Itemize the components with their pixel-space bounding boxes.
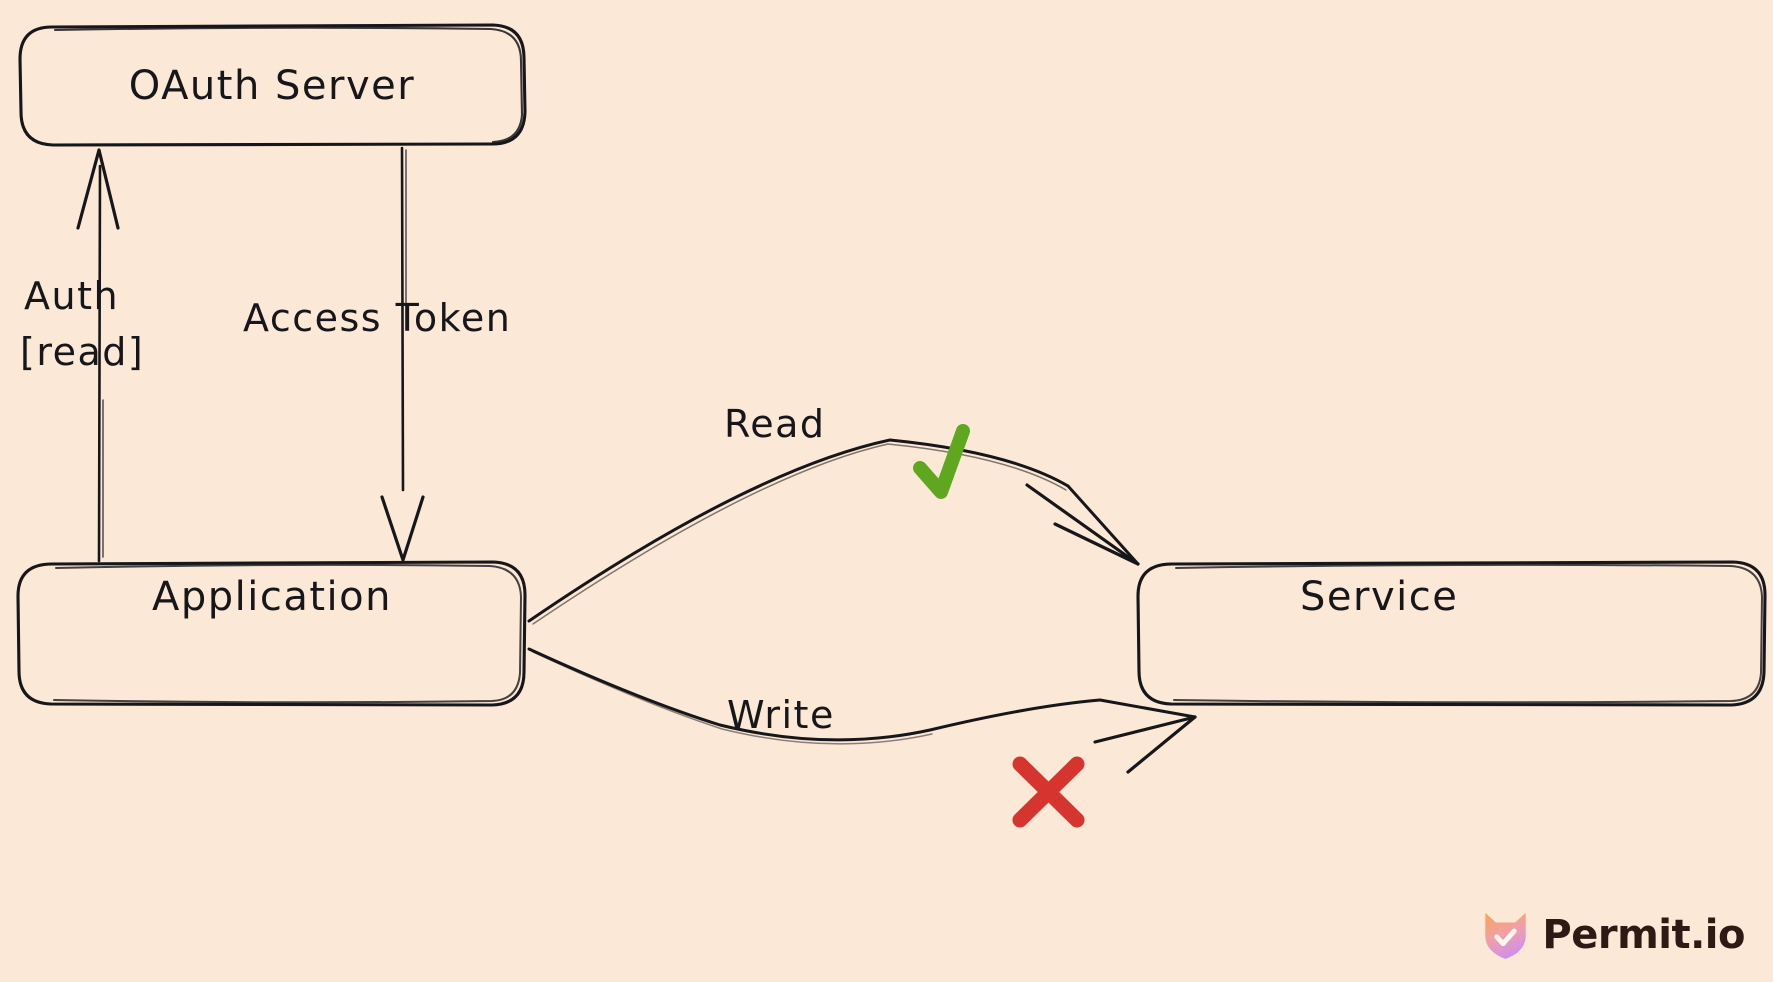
auth-edge-label-line1: Auth — [24, 274, 119, 318]
access-token-edge-arrowhead — [380, 495, 425, 562]
edge-write: Write — [527, 647, 1197, 828]
auth-edge-line — [97, 164, 102, 563]
node-oauth-server[interactable]: OAuth Server — [18, 23, 527, 147]
write-denied-cross-icon — [1012, 756, 1085, 828]
read-allowed-check-icon — [913, 424, 970, 499]
auth-edge-label-line2: [read] — [20, 330, 144, 374]
write-edge-arrowhead — [1093, 715, 1197, 774]
service-box-outline-sketch — [1173, 563, 1764, 704]
permit-shield-check-icon — [1485, 912, 1527, 960]
permit-branding: Permit.io — [1482, 910, 1745, 960]
application-label: Application — [152, 574, 392, 620]
edge-access-token: Access Token — [243, 146, 511, 562]
node-application[interactable]: Application — [16, 560, 527, 707]
write-edge-label: Write — [727, 693, 835, 737]
read-edge-tail-to-arrow — [1066, 484, 1140, 566]
node-service[interactable]: Service — [1136, 560, 1767, 707]
oauth-server-box-outline — [18, 23, 527, 147]
application-box-outline-sketch — [53, 563, 523, 704]
read-edge-label: Read — [724, 402, 825, 446]
read-edge-curve-sketch — [532, 443, 1067, 625]
permit-wordmark: Permit.io — [1542, 912, 1745, 958]
write-edge-curve-sketch — [532, 651, 933, 745]
service-box-outline — [1136, 560, 1767, 707]
oauth-server-box-outline-sketch — [53, 26, 524, 144]
write-edge-tail-to-arrow — [1098, 698, 1197, 719]
application-box-outline — [16, 560, 527, 707]
access-token-edge-label: Access Token — [243, 296, 511, 340]
auth-edge-arrowhead — [76, 148, 120, 230]
write-edge-curve — [527, 647, 1102, 742]
service-label: Service — [1300, 574, 1458, 620]
edge-read: Read — [527, 402, 1140, 625]
edge-auth: Auth [read] — [20, 148, 144, 563]
read-edge-curve — [527, 438, 1070, 623]
access-token-edge-line — [400, 146, 405, 492]
oauth-server-label: OAuth Server — [129, 63, 415, 109]
read-edge-arrowhead — [1025, 483, 1140, 566]
